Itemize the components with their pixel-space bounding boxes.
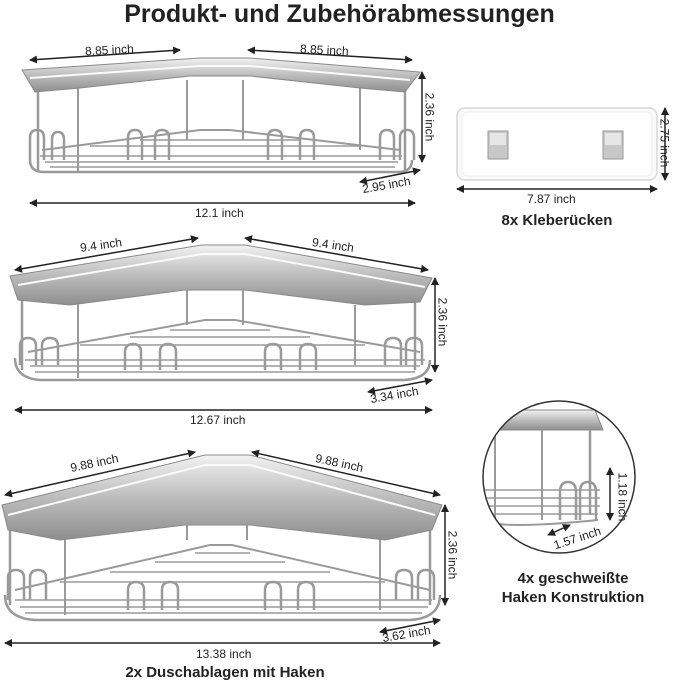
page-title: Produkt- und Zubehörabmessungen [124, 0, 555, 28]
adhesive-pad-illustration [456, 107, 658, 181]
shelf-3-rim [1, 454, 443, 541]
adhesive-height-dimension: 2.75 inch [657, 118, 672, 168]
adhesive-width-dimension: 7.87 inch [527, 192, 576, 206]
adhesive-caption: 8x Kleberücken [501, 212, 613, 229]
hook-detail-illustration [482, 400, 636, 554]
shelf-3-width-dimension: 13.38 inch [196, 647, 252, 661]
shelf-3-illustration [3, 465, 442, 622]
shelf-3-height-dimension: 2.36 inch [445, 530, 460, 580]
shelf-1-rim [21, 57, 421, 93]
shelf-2-height-dimension: 2.36 inch [435, 297, 450, 347]
shelf-1-height-dimension: 2.36 inch [422, 92, 437, 142]
shelf-1-left-side-dimension: 8.85 inch [84, 41, 135, 59]
shelf-2-width-dimension: 12.67 inch [190, 413, 246, 427]
shelves-caption: 2x Duschablagen mit Haken [125, 664, 325, 681]
hook-height-dimension: 1.18 inch [615, 472, 630, 522]
shelf-1-right-side-dimension: 8.85 inch [299, 41, 350, 59]
shelf-1-illustration [28, 80, 416, 174]
shelf-1-width-dimension: 12.1 inch [195, 206, 244, 220]
hook-caption-line-1: 4x geschweißte [517, 570, 629, 587]
shelf-2-illustration [13, 260, 432, 382]
hook-caption-line-2: Haken Konstruktion [501, 589, 645, 606]
